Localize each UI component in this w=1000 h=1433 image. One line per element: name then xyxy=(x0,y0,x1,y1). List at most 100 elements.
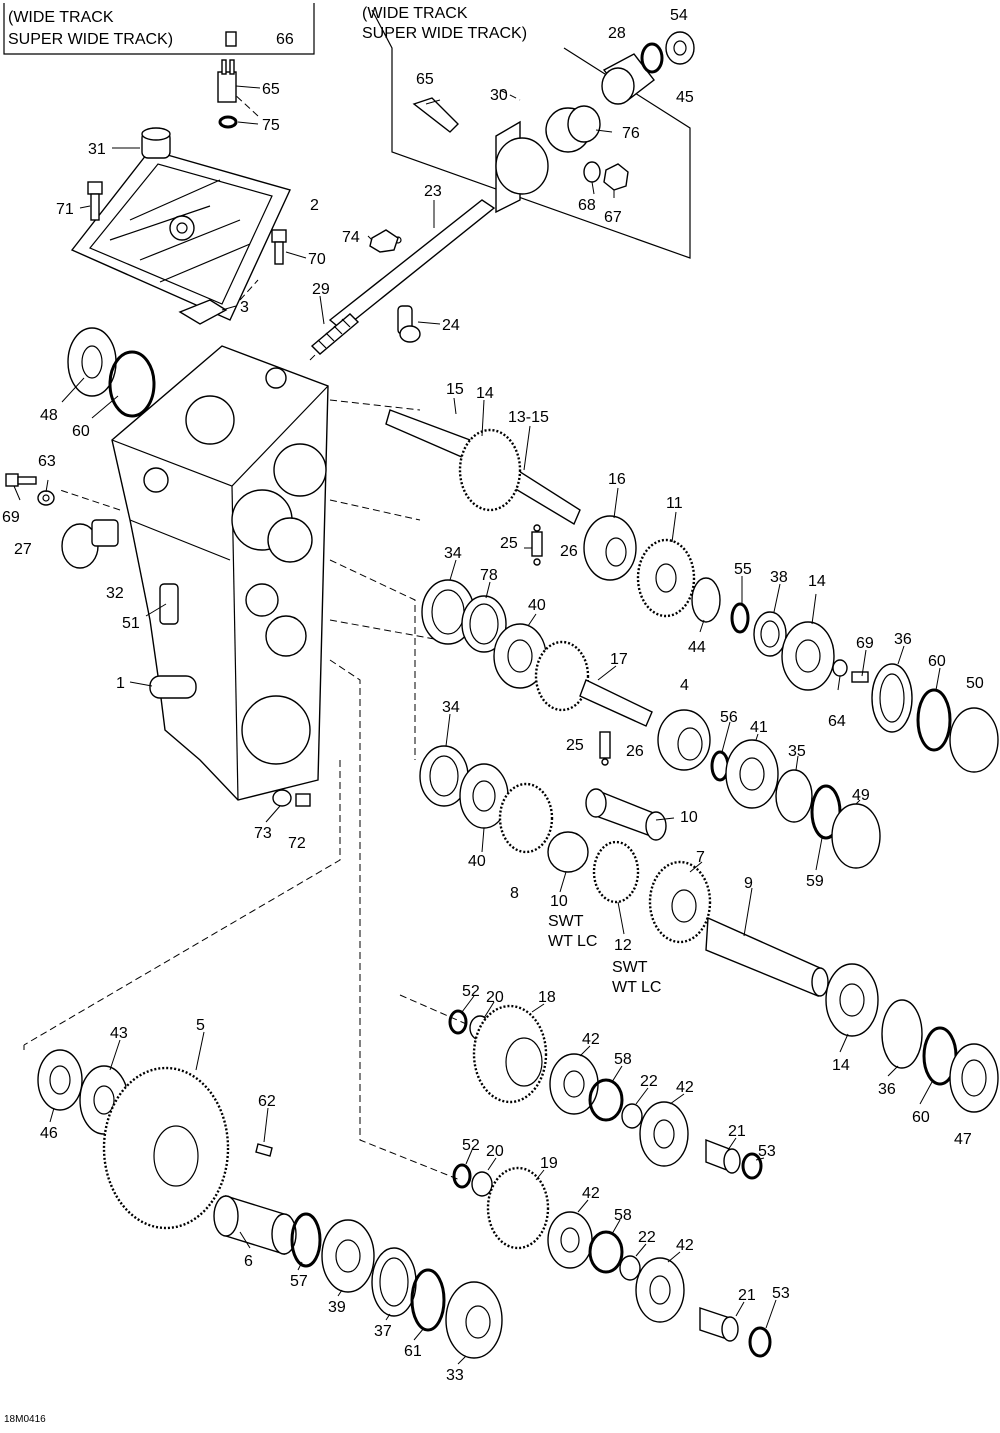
variant-10-line-2: WT LC xyxy=(548,933,597,950)
bearing-45 xyxy=(665,31,695,65)
washer-73-bolt-72 xyxy=(272,789,311,807)
variant-10-line-1: SWT xyxy=(548,913,584,930)
bearing-42-c xyxy=(547,1211,593,1269)
callout-64: 64 xyxy=(828,713,846,730)
callout-46: 46 xyxy=(40,1125,58,1142)
spring-ball-25-26-mid xyxy=(599,731,611,766)
callout-22-a: 22 xyxy=(640,1073,658,1090)
callout-69: 69 xyxy=(2,509,20,526)
seal-33 xyxy=(445,1281,503,1359)
cover-50 xyxy=(949,707,999,773)
callout-45: 45 xyxy=(676,89,694,106)
assembly-lines xyxy=(23,89,521,1181)
callout-65: 65 xyxy=(262,81,280,98)
callout-73: 73 xyxy=(254,825,272,842)
callout-67: 67 xyxy=(604,209,622,226)
callout-70: 70 xyxy=(308,251,326,268)
callout-42-d: 42 xyxy=(676,1237,694,1254)
bearing-40-mid xyxy=(459,763,509,829)
bearing-42-d xyxy=(635,1257,685,1323)
callout-10-low: 10 xyxy=(550,893,568,910)
hub-6 xyxy=(213,1195,297,1255)
variant-12-line-1: SWT xyxy=(612,959,648,976)
washer-22-b xyxy=(619,1255,641,1281)
callout-4: 4 xyxy=(680,677,689,694)
callout-20-lower: 20 xyxy=(486,1143,504,1160)
spacer-78 xyxy=(461,595,507,653)
bearing-40-top xyxy=(493,623,547,689)
gear-5 xyxy=(102,1066,230,1230)
breather-plug xyxy=(141,127,171,159)
callout-27: 27 xyxy=(14,541,32,558)
washer-20-lower xyxy=(471,1171,493,1197)
callout-11: 11 xyxy=(666,495,683,512)
note-right-line-1: (WIDE TRACK xyxy=(362,5,468,22)
seal-47 xyxy=(949,1043,999,1113)
callout-17: 17 xyxy=(610,651,628,668)
callout-42-b: 42 xyxy=(676,1079,694,1096)
callout-60-top: 60 xyxy=(928,653,946,670)
spacer-38 xyxy=(753,611,787,657)
drain-plug-27 xyxy=(61,519,119,569)
callout-25-top: 25 xyxy=(500,535,518,552)
bearing-14-low xyxy=(825,963,879,1037)
callout-74: 74 xyxy=(342,229,360,246)
callout-10-right: 10 xyxy=(680,809,698,826)
callout-33: 33 xyxy=(446,1367,464,1384)
key-62 xyxy=(255,1143,273,1157)
plug-21-b xyxy=(699,1307,739,1342)
gear-14-top xyxy=(458,428,522,512)
o-ring-53-b xyxy=(748,1326,772,1358)
callout-15: 15 xyxy=(446,381,464,398)
callout-47: 47 xyxy=(954,1131,972,1148)
callout-75: 75 xyxy=(262,117,280,134)
callout-1: 1 xyxy=(116,675,125,692)
callout-50: 50 xyxy=(966,675,984,692)
callout-18: 18 xyxy=(538,989,556,1006)
sleeve-76 xyxy=(545,105,601,153)
spacer-35 xyxy=(775,769,813,823)
callout-21-b: 21 xyxy=(738,1287,756,1304)
callout-26-top: 26 xyxy=(560,543,578,560)
callout-54: 54 xyxy=(670,7,688,24)
circlip-57 xyxy=(290,1212,322,1268)
plug-21-a xyxy=(705,1138,741,1174)
callout-labels: 54 28 65 75 31 2 71 70 3 48 60 63 69 27 … xyxy=(2,7,984,1384)
callout-34-mid: 34 xyxy=(442,699,460,716)
callout-58-b: 58 xyxy=(614,1207,632,1224)
callout-20-upper: 20 xyxy=(486,989,504,1006)
callout-51: 51 xyxy=(122,615,140,632)
bearing-41 xyxy=(725,739,779,809)
note-left-line-2: SUPER WIDE TRACK) xyxy=(8,31,173,48)
countershaft-17 xyxy=(534,640,653,727)
callout-16: 16 xyxy=(608,471,626,488)
callout-38: 38 xyxy=(770,569,788,586)
washer-64-bolt-69 xyxy=(832,659,869,683)
nut-74 xyxy=(369,229,399,253)
callout-62: 62 xyxy=(258,1093,276,1110)
callout-72: 72 xyxy=(288,835,306,852)
callout-40-top: 40 xyxy=(528,597,546,614)
callout-31: 31 xyxy=(88,141,106,158)
washer-68-nut-67 xyxy=(583,161,629,191)
circlip-60-top xyxy=(916,688,952,752)
callout-76: 76 xyxy=(622,125,640,142)
callout-8: 8 xyxy=(510,885,519,902)
leader-lines xyxy=(13,85,941,1365)
needle-bearing-44 xyxy=(691,577,721,623)
callout-29: 29 xyxy=(312,281,330,298)
callout-22-b: 22 xyxy=(638,1229,656,1246)
callout-14-low: 14 xyxy=(832,1057,850,1074)
spacer-36-low xyxy=(881,999,923,1069)
bolt-69-left xyxy=(5,473,37,487)
callout-49: 49 xyxy=(852,787,870,804)
spacer-37 xyxy=(371,1247,417,1317)
callout-37: 37 xyxy=(374,1323,392,1340)
spring-29 xyxy=(310,313,360,355)
callout-21-a: 21 xyxy=(728,1123,746,1140)
callout-14-right: 14 xyxy=(808,573,826,590)
callout-63: 63 xyxy=(38,453,56,470)
o-ring-53-a xyxy=(741,1152,763,1180)
